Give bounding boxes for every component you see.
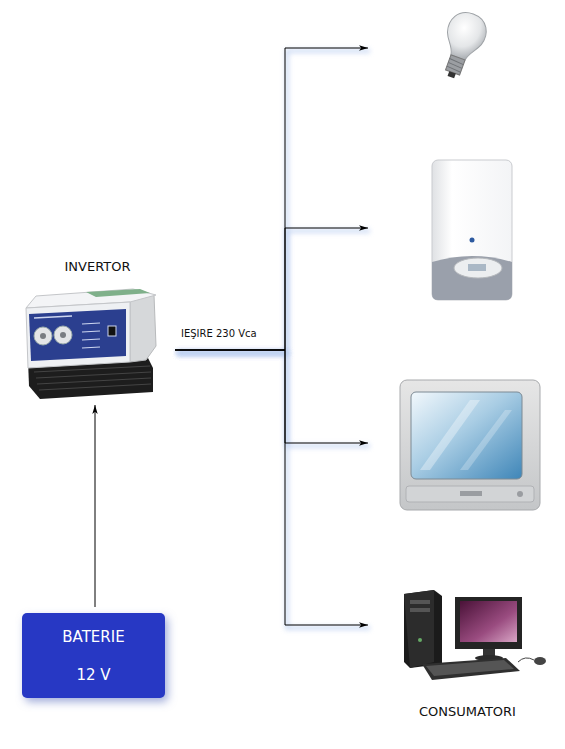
connector-glow <box>95 408 99 610</box>
arrow-connector <box>175 350 368 443</box>
battery-box: BATERIE 12 V <box>22 613 165 698</box>
consumer-node <box>368 588 558 662</box>
arrow-connector <box>175 350 368 625</box>
group-label: CONSUMATORI <box>400 704 535 720</box>
connector-glow <box>177 231 370 353</box>
tv-illustration <box>400 380 540 510</box>
arrow-connector <box>95 405 96 607</box>
battery-text: BATERIE <box>62 628 124 646</box>
consumer-node <box>368 376 543 510</box>
inverter-illustration <box>26 289 156 399</box>
connector-glow <box>177 353 370 628</box>
inverter-node: INVERTOR <box>20 255 175 405</box>
node-title: INVERTOR <box>65 259 131 275</box>
connector-glow <box>177 51 370 353</box>
connector-glow <box>177 353 370 446</box>
arrow-connector <box>175 48 368 350</box>
boiler-illustration <box>432 160 512 300</box>
computer-illustration <box>404 590 546 680</box>
bulb-illustration <box>432 7 491 83</box>
consumer-node <box>368 158 518 298</box>
battery-text: 12 V <box>76 666 110 684</box>
arrow-connector <box>175 228 368 350</box>
edge-label: IEŞIRE 230 Vca <box>181 328 257 340</box>
consumer-node <box>368 8 488 88</box>
